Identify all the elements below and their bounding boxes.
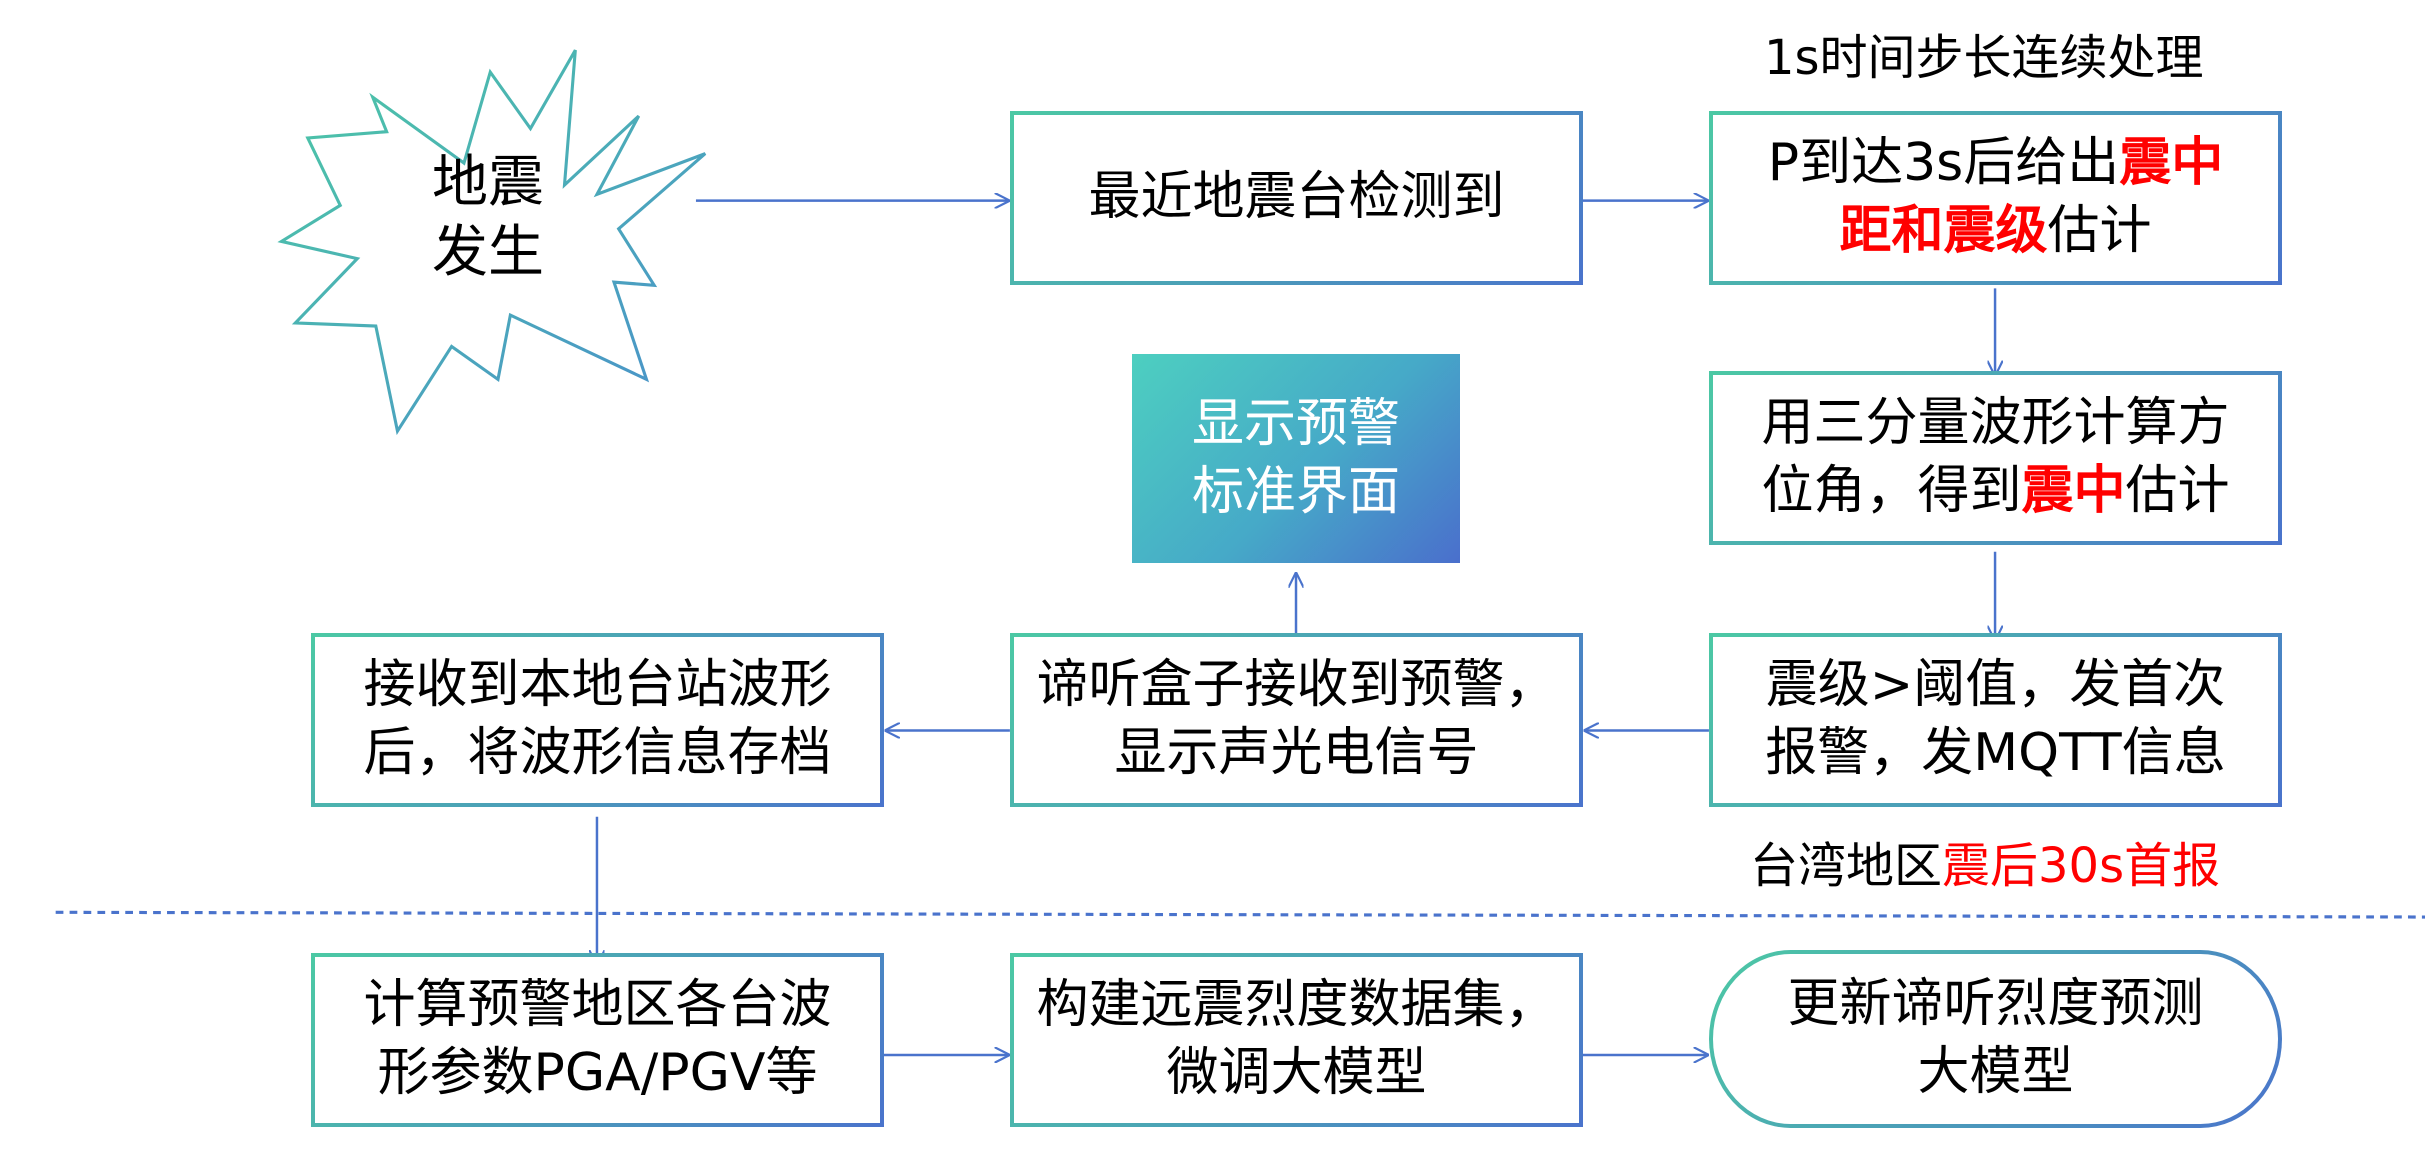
azimuth-line2-plain: 位角，得到 (1761, 461, 2022, 521)
estimate-line1-red: 震中 (2119, 133, 2224, 194)
earthquake-label-line1: 地震 (432, 150, 544, 215)
compute-line1: 计算预警地区各台波 (363, 975, 832, 1036)
dataset-line2: 微调大模型 (1166, 1043, 1427, 1103)
estimate-line2-plain: 估计 (2047, 201, 2152, 261)
time-step-annotation: 1s时间步长连续处理 (1764, 18, 2204, 88)
first-report-highlight: 震后30s首报 (1942, 838, 2221, 894)
box-receive-line1: 谛听盒子接收到预警， (1036, 655, 1557, 716)
time-step-annotation-text: 1s时间步长连续处理 (1764, 30, 2204, 86)
archive-line2: 后，将波形信息存档 (363, 723, 832, 783)
alarm-node: 震级>阈值，发首次 报警，发MQTT信息 (1709, 633, 2282, 807)
estimate-node: P到达3s后给出震中 距和震级估计 (1709, 111, 2282, 285)
dataset-line1: 构建远震烈度数据集， (1036, 975, 1557, 1036)
azimuth-line1: 用三分量波形计算方 (1761, 393, 2230, 454)
estimate-line2-red: 距和震级 (1839, 201, 2048, 261)
earthquake-starburst-shape (277, 49, 707, 436)
azimuth-line2-tail: 估计 (2125, 461, 2230, 521)
dataset-node: 构建远震烈度数据集， 微调大模型 (1010, 953, 1583, 1127)
box-receive-node: 谛听盒子接收到预警， 显示声光电信号 (1010, 633, 1583, 807)
alarm-line1: 震级>阈值，发首次 (1765, 655, 2226, 716)
earthquake-label: 地震 发生 (408, 148, 568, 288)
archive-node: 接收到本地台站波形 后，将波形信息存档 (311, 633, 884, 807)
detect-node: 最近地震台检测到 (1010, 111, 1583, 285)
first-report-annotation: 台湾地区震后30s首报 (1750, 826, 2220, 896)
detect-node-text: 最近地震台检测到 (1088, 167, 1505, 228)
earthquake-label-line2: 发生 (432, 220, 544, 285)
display-standard-interface-node: 显示预警 标准界面 (1132, 354, 1460, 563)
azimuth-node: 用三分量波形计算方 位角，得到震中估计 (1709, 371, 2282, 545)
display-line1: 显示预警 (1191, 393, 1400, 454)
estimate-line1-plain: P到达3s后给出 (1767, 133, 2120, 194)
update-line2: 大模型 (1917, 1042, 2074, 1102)
display-line2: 标准界面 (1191, 461, 1400, 522)
archive-line1: 接收到本地台站波形 (363, 655, 832, 716)
box-receive-line2: 显示声光电信号 (1114, 723, 1479, 783)
alarm-line2: 报警，发MQTT信息 (1765, 723, 2226, 783)
compute-node: 计算预警地区各台波 形参数PGA/PGV等 (311, 953, 884, 1127)
azimuth-line2-red: 震中 (2021, 461, 2126, 521)
compute-line2: 形参数PGA/PGV等 (377, 1043, 818, 1103)
first-report-prefix: 台湾地区 (1750, 838, 1943, 894)
update-line1: 更新谛听烈度预测 (1787, 974, 2204, 1035)
update-model-node: 更新谛听烈度预测 大模型 (1709, 950, 2282, 1128)
phase-separator-dashed-line (55, 910, 2425, 919)
